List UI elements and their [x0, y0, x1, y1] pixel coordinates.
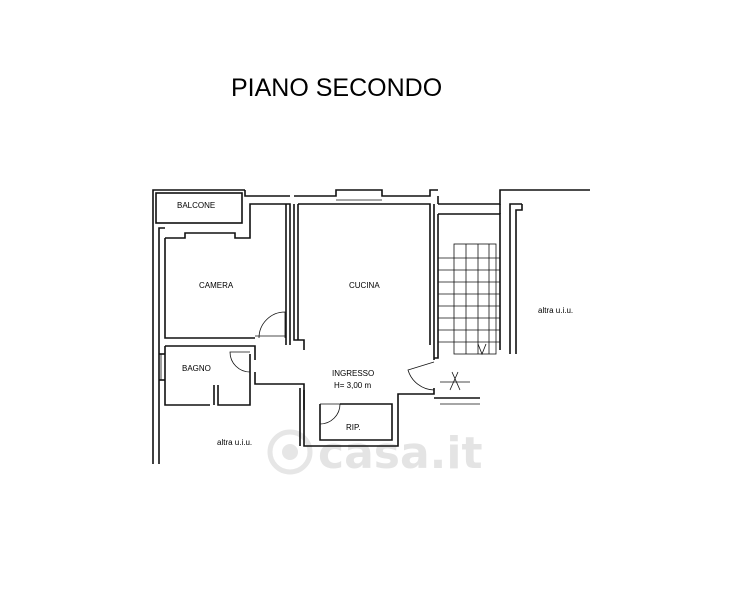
room-cucina: CUCINA — [293, 199, 435, 360]
door-camera — [258, 311, 286, 339]
watermark-logo-dot — [282, 444, 298, 460]
room-rip: RIP. — [319, 403, 393, 441]
door-bagno — [229, 351, 251, 373]
room-balcone: BALCONE — [155, 192, 243, 224]
watermark-text: casa.it — [318, 428, 482, 479]
entrance-marker-icon — [440, 371, 470, 391]
room-label-balcone: BALCONE — [177, 201, 215, 210]
door-entrance — [407, 361, 435, 391]
label-altra-bottom: altra u.i.u. — [217, 438, 252, 447]
plan-title: PIANO SECONDO — [231, 74, 443, 102]
stairwell — [434, 213, 501, 359]
room-label-rip: RIP. — [346, 423, 361, 432]
room-label-camera: CAMERA — [199, 281, 234, 290]
watermark-logo-icon — [267, 429, 313, 475]
door-rip — [319, 403, 341, 425]
room-bagno: BAGNO — [158, 345, 256, 464]
neighbour-right: altra u.i.u. — [509, 203, 573, 354]
watermark: casa.it — [267, 428, 482, 479]
room-ingresso: INGRESSO H= 3,00 m — [254, 361, 480, 447]
label-altra-right: altra u.i.u. — [538, 306, 573, 315]
room-camera: CAMERA — [164, 203, 291, 345]
room-label-bagno: BAGNO — [182, 364, 211, 373]
room-label-cucina: CUCINA — [349, 281, 380, 290]
stairs-arrow-icon — [477, 343, 487, 356]
room-label-ingresso: INGRESSO — [332, 369, 374, 378]
room-height-label: H= 3,00 m — [334, 381, 371, 390]
outer-walls — [152, 189, 590, 464]
